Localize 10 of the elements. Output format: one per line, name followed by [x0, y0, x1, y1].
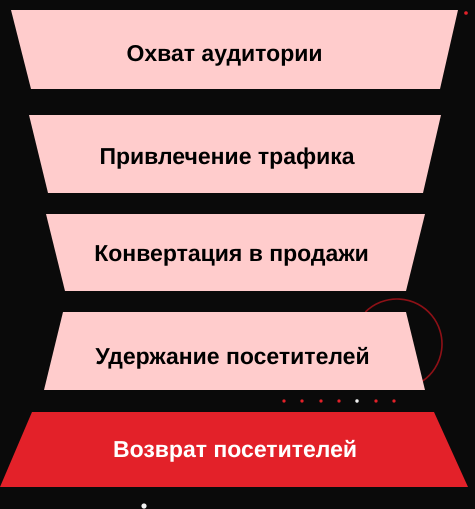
funnel-band [46, 214, 425, 291]
funnel-band [0, 412, 468, 487]
stage-label: Удержание посетителей [95, 342, 370, 370]
funnel-band [11, 10, 458, 89]
stage-label: Возврат посетителей [112, 436, 358, 463]
stage-label: Охват аудитории [126, 40, 323, 67]
stage-label: Конвертация в продажи [94, 240, 369, 267]
funnel-band [29, 115, 441, 193]
funnel-band [44, 312, 425, 390]
stage-label: Привлечение трафика [99, 142, 355, 170]
